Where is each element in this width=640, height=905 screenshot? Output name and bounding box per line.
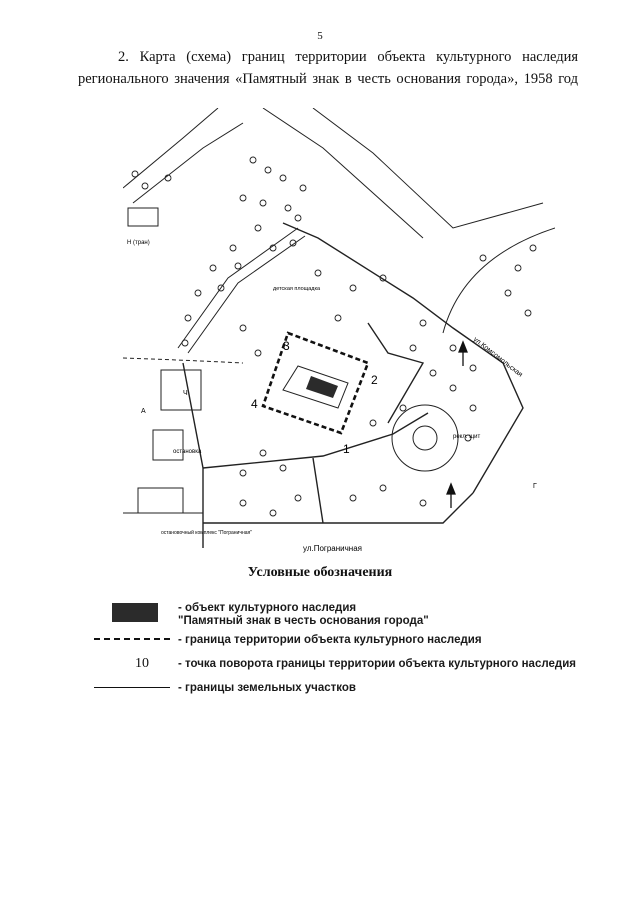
legend-text-point: - точка поворота границы территории объе… — [178, 658, 576, 670]
legend-symbol-dashed — [92, 632, 172, 658]
boundary-map: 3 2 1 4 — [123, 108, 555, 560]
parcel-boundary — [282, 222, 524, 494]
heritage-object — [306, 376, 338, 398]
legend-item-parcels: - границы земельных участков — [92, 680, 612, 706]
object-site — [282, 365, 349, 409]
turning-point-4: 4 — [251, 397, 258, 411]
map-label-park: детская площадка — [273, 286, 321, 292]
road-edge — [123, 108, 219, 189]
legend-symbol-point: 10 — [135, 656, 149, 671]
street-label-diagonal: ул.Комсомольская — [472, 336, 524, 379]
map-label-g: Г — [533, 483, 537, 490]
legend-symbol-solid — [92, 680, 172, 706]
heading-line-1: 2. Карта (схема) границ территории объек… — [118, 49, 578, 65]
parcel-boundary — [203, 492, 474, 524]
map-label-n: Н (тран) — [127, 240, 150, 246]
turning-point-2: 2 — [371, 373, 378, 387]
map-label-shield: рекл. щит — [453, 434, 480, 440]
legend-symbol-object — [92, 600, 172, 626]
map-label-a: А — [141, 408, 146, 415]
building — [160, 369, 202, 411]
legend-item-object: - объект культурного наследия "Памятный … — [92, 600, 612, 627]
map-label-stop-complex: остановочный комплекс "Пограничная" — [161, 529, 252, 536]
legend-text-object-name: "Памятный знак в честь основания города" — [178, 615, 429, 627]
map-label-ch: Ч — [183, 390, 188, 397]
turning-point-1: 1 — [343, 442, 350, 456]
roundabout — [391, 404, 459, 472]
street-label-bottom: ул.Пограничная — [303, 544, 362, 553]
legend-text-territory: - граница территории объекта культурного… — [178, 634, 482, 646]
parcel-boundary — [202, 412, 429, 469]
document-heading: 2. Карта (схема) границ территории объек… — [78, 46, 578, 90]
road-edge — [442, 227, 555, 334]
alley-edge — [187, 235, 306, 354]
legend-text-parcels: - границы земельных участков — [178, 682, 356, 694]
heading-line-2: регионального значения «Памятный знак в … — [78, 71, 578, 87]
parcel-boundary — [312, 457, 324, 524]
building — [152, 429, 184, 461]
heritage-territory-boundary — [261, 331, 370, 435]
legend-title: Условные обозначения — [247, 565, 393, 580]
road-edge — [312, 108, 544, 229]
road-edge — [132, 122, 244, 204]
legend-item-point: 10 - точка поворота границы территории о… — [92, 656, 612, 682]
roundabout-center — [412, 425, 438, 451]
alley-edge — [177, 227, 299, 349]
map-label-stop: остановка — [173, 449, 202, 455]
legend-text-object: - объект культурного наследия — [178, 602, 357, 614]
map-drawing: 3 2 1 4 — [123, 108, 555, 553]
building — [137, 487, 184, 514]
road-edge — [262, 108, 424, 239]
building — [127, 207, 159, 227]
turning-point-3: 3 — [283, 339, 290, 353]
legend-item-territory: - граница территории объекта культурного… — [92, 632, 612, 658]
page-number: 5 — [317, 30, 323, 42]
parcel-boundary — [367, 322, 425, 424]
path-line — [123, 357, 244, 364]
